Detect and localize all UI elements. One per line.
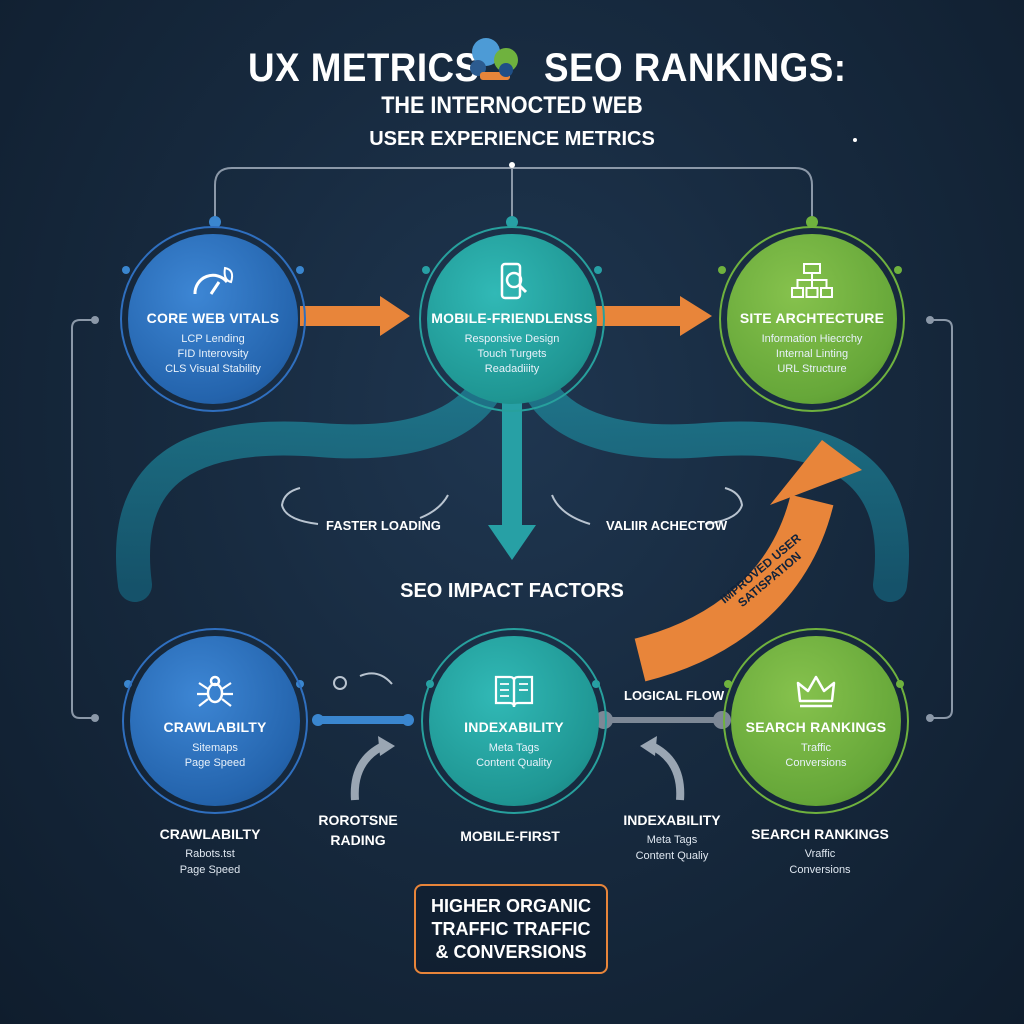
cta-line: & CONVERSIONS — [435, 941, 587, 962]
node-ring-core-web-vitals — [120, 226, 306, 412]
node-ring-crawlability — [122, 628, 308, 814]
left-bracket-line — [71, 319, 95, 719]
node-line: URL Structure — [777, 362, 847, 375]
bottom-col-line: Meta Tags — [646, 834, 698, 846]
architecture-curl — [551, 494, 591, 525]
orange-arrow-right — [595, 296, 712, 336]
bottom-col-line: Page Speed — [179, 864, 241, 876]
section-label-ux: USER EXPERIENCE METRICS — [369, 128, 655, 150]
label-faster-loading: FASTER LOADING — [326, 518, 441, 533]
node-line: Meta Tags — [488, 742, 540, 754]
bottom-col-mobile-first: MOBILE-FIRST — [420, 828, 600, 848]
node-line: Conversions — [785, 757, 847, 769]
node-crawlability[interactable]: CRAWLABILTY Sitemaps Page Speed — [130, 636, 300, 806]
left-swoop-flow — [116, 368, 505, 602]
bottom-col-title: INDEXABILITY — [623, 812, 721, 828]
node-line: Responsive Design — [464, 332, 560, 345]
bottom-col-title: SEARCH RANKINGS — [751, 826, 889, 842]
bottom-col-line: Rabots.tst — [185, 848, 235, 860]
node-line: Traffic — [801, 742, 831, 754]
mobile-search-icon — [500, 262, 528, 299]
bottom-col-indexability: INDEXABILITY Meta Tags Content Qualiy — [582, 812, 762, 864]
label-valid-architecture: VALIIR ACHECTOW — [606, 518, 728, 533]
node-ring-search-rankings — [723, 628, 909, 814]
title-left: UX METRICS — [248, 46, 480, 90]
orange-arrow-left — [300, 296, 410, 336]
bottom-col-search-rankings: SEARCH RANKINGS Vraffic Conversions — [730, 826, 910, 878]
satisfaction-arrowhead — [770, 440, 862, 505]
cta-line: TRAFFIC TRAFFIC — [431, 918, 591, 939]
node-line: LCP Lending — [181, 332, 245, 345]
node-line: Sitemaps — [192, 742, 238, 754]
node-site-architecture[interactable]: SITE ARCHTECTURE Information Hiecrchy In… — [727, 234, 897, 404]
node-line: Internal Linting — [775, 347, 849, 360]
node-core-web-vitals[interactable]: CORE WEB VITALS LCP Lending FID Interovs… — [128, 234, 298, 404]
cta-line: HIGHER ORGANIC — [430, 895, 591, 916]
node-mobile-friendliness[interactable]: MOBILE-FRIENDLENSS Responsive Design Tou… — [427, 234, 597, 404]
spider-icon — [197, 675, 233, 707]
section-label-seo: SEO IMPACT FACTORS — [400, 580, 624, 602]
top-bracket-line — [214, 167, 813, 220]
book-icon — [494, 675, 534, 708]
satisfaction-arrow-body — [634, 494, 834, 682]
right-bracket-line — [930, 319, 953, 719]
bottom-col-title: ROROTSNE — [318, 812, 398, 828]
node-title: CRAWLABILTY — [163, 719, 267, 735]
node-title: SEARCH RANKINGS — [745, 719, 887, 735]
node-ring-site-architecture — [719, 226, 905, 412]
label-logical-flow: LOGICAL FLOW — [624, 688, 725, 703]
node-line: Touch Turgets — [477, 347, 547, 360]
node-title: INDEXABILITY — [464, 719, 564, 735]
node-title: MOBILE-FRIENDLENSS — [431, 309, 593, 326]
bottom-col-title: MOBILE-FIRST — [460, 828, 560, 844]
subtitle: THE INTERNOCTED WEB — [381, 92, 643, 119]
bottom-col-title: CRAWLABILTY — [159, 826, 261, 842]
crown-icon — [796, 675, 836, 708]
node-title: CORE WEB VITALS — [146, 309, 280, 326]
node-ring-indexability — [421, 628, 607, 814]
node-line: Information Hiecrchy — [761, 332, 863, 345]
node-title: SITE ARCHTECTURE — [739, 309, 885, 326]
right-swoop-flow — [521, 368, 909, 602]
cta-box: HIGHER ORGANIC TRAFFIC TRAFFIC & CONVERS… — [414, 884, 608, 974]
faster-loading-curl — [280, 487, 319, 525]
bottom-col-line: Vraffic — [804, 848, 836, 860]
sitemap-icon — [791, 262, 833, 298]
network-gears-icon — [470, 38, 518, 80]
bottom-col-line: Content Qualiy — [635, 850, 709, 862]
top-center-dot — [509, 162, 515, 168]
bottom-col-line: Conversions — [789, 864, 851, 876]
center-down-arrowhead — [488, 525, 536, 560]
bottom-col-robots: ROROTSNE RADING — [268, 812, 448, 852]
node-line: CLS Visual Stability — [165, 362, 261, 375]
bottom-col-crawlability: CRAWLABILTY Rabots.tst Page Speed — [120, 826, 300, 878]
node-ring-mobile — [419, 226, 605, 412]
node-line: Page Speed — [184, 757, 246, 769]
title-right: SEO RANKINGS: — [544, 46, 847, 90]
node-search-rankings[interactable]: SEARCH RANKINGS Traffic Conversions — [731, 636, 901, 806]
node-indexability[interactable]: INDEXABILITY Meta Tags Content Quality — [429, 636, 599, 806]
node-line: Content Quality — [476, 757, 552, 769]
center-down-shaft — [502, 385, 522, 525]
node-line: Readadiiity — [484, 362, 540, 375]
node-line: FID Interovsity — [177, 347, 249, 360]
bottom-col-line: RADING — [330, 832, 386, 848]
speedometer-leaf-icon — [193, 266, 234, 295]
